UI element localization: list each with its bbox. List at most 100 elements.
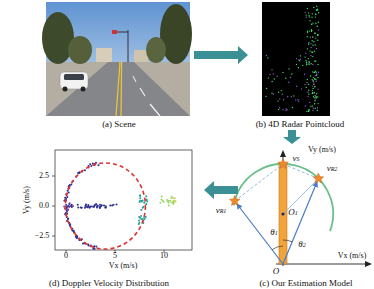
doppler-point: [67, 218, 69, 220]
scene-photo: [42, 2, 192, 116]
radar-point: [315, 108, 316, 109]
radar-point: [265, 96, 266, 97]
radar-point: [311, 23, 312, 24]
doppler-point: [144, 218, 146, 220]
radar-point: [315, 13, 316, 14]
panel-caption: (d) Doppler Velocity Distribution: [49, 278, 169, 289]
radar-point: [271, 93, 272, 94]
doppler-point: [94, 204, 96, 206]
velocity-stars: [230, 159, 324, 206]
radar-point: [314, 95, 315, 96]
doppler-plot: [52, 150, 192, 253]
radar-point: [292, 107, 293, 108]
panel-caption: (a) Scene: [102, 119, 136, 130]
doppler-point: [138, 216, 140, 218]
radar-point: [308, 61, 309, 62]
radar-point: [316, 9, 317, 10]
doppler-point: [69, 205, 71, 207]
radar-point: [311, 47, 312, 48]
radar-point: [310, 75, 311, 76]
radar-point: [276, 76, 277, 77]
radar-point: [269, 74, 270, 75]
panel-caption: (b) 4D Radar Pointcloud: [256, 119, 345, 130]
radar-point: [309, 16, 310, 17]
radar-point: [298, 59, 299, 60]
doppler-point: [143, 202, 145, 204]
radar-point: [314, 72, 315, 73]
radar-point: [315, 37, 316, 38]
doppler-point: [139, 201, 141, 203]
panel-caption: (c) Our Estimation Model: [259, 278, 352, 289]
radar-point: [311, 31, 312, 32]
radar-point: [296, 64, 297, 65]
radar-point: [283, 99, 284, 100]
radar-point: [312, 45, 313, 46]
doppler-point: [77, 207, 79, 209]
radar-point: [290, 77, 291, 78]
radar-point: [314, 98, 315, 99]
doppler-point: [139, 197, 141, 199]
radar-point: [300, 59, 301, 60]
radar-point: [315, 14, 316, 15]
doppler-point: [171, 197, 173, 199]
radar-point: [314, 103, 315, 104]
radar-point: [302, 65, 303, 66]
scene-panel: (a) Scene: [44, 2, 194, 130]
radar-point: [291, 73, 292, 74]
radar-point: [278, 92, 279, 93]
doppler-point: [145, 195, 147, 197]
radar-point: [308, 94, 309, 95]
radar-point: [286, 109, 287, 110]
doppler-point: [173, 203, 175, 205]
radar-point: [277, 100, 278, 101]
radar-point: [312, 71, 313, 72]
radar-point: [308, 12, 309, 13]
doppler-point: [105, 207, 107, 209]
radar-point: [279, 98, 280, 99]
tick-label: −2.5: [35, 231, 50, 241]
radar-point: [313, 81, 314, 82]
doppler-point: [175, 201, 177, 203]
doppler-point: [145, 216, 147, 218]
doppler-point: [89, 163, 91, 165]
radar-points: [265, 6, 319, 113]
radar-point: [308, 15, 309, 16]
radar-point: [308, 42, 309, 43]
doppler-point: [93, 206, 95, 208]
radar-point: [312, 13, 313, 14]
doppler-point: [85, 205, 87, 207]
flow-arrow: [194, 46, 248, 64]
doppler-point: [64, 197, 66, 199]
doppler-point: [173, 200, 175, 202]
radar-point: [268, 77, 269, 78]
radar-point: [314, 86, 315, 87]
radar-point: [308, 62, 309, 63]
radar-point: [316, 74, 317, 75]
fitted-circle: [65, 163, 145, 249]
radar-point: [267, 57, 268, 58]
radar-point: [315, 60, 316, 61]
doppler-point: [159, 202, 161, 204]
radar-point: [317, 64, 318, 65]
doppler-point: [143, 217, 145, 219]
radar-point: [312, 52, 313, 53]
radar-point: [309, 30, 310, 31]
radar-point: [306, 111, 307, 112]
doppler-point: [99, 206, 101, 208]
doppler-point: [139, 194, 141, 196]
radar-point: [312, 36, 313, 37]
radar-point: [315, 71, 316, 72]
radar-point: [312, 40, 313, 41]
vector-label: vR1: [216, 205, 227, 216]
radar-point: [296, 86, 297, 87]
doppler-point: [113, 204, 115, 206]
tick-label: 5: [113, 251, 117, 261]
radar-point: [307, 8, 308, 9]
radar-point: [291, 96, 292, 97]
radar-point: [312, 92, 313, 93]
radar-point: [307, 48, 308, 49]
radar-point: [271, 81, 272, 82]
doppler-point: [162, 200, 164, 202]
radar-panel: (b) 4D Radar Pointcloud: [248, 2, 352, 130]
radar-point: [312, 105, 313, 106]
